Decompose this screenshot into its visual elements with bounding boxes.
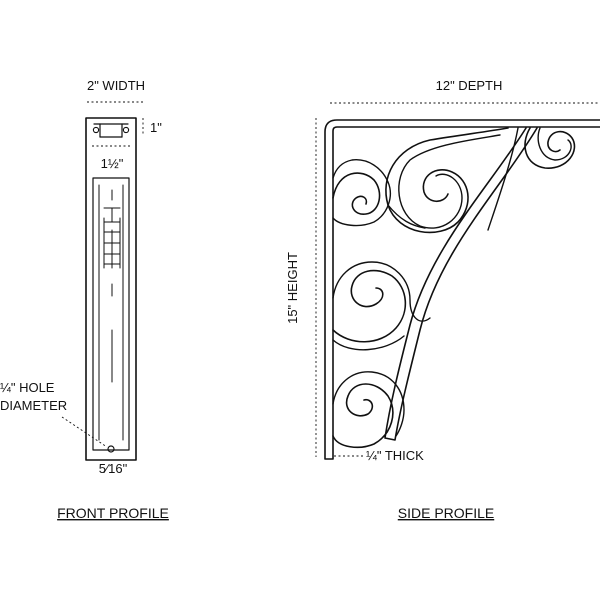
front-hole-label-line1: ¼" HOLE	[0, 380, 55, 395]
front-scroll-edges	[98, 184, 124, 441]
scroll-bottom-left	[332, 371, 405, 449]
front-bottom-label: 5⁄16"	[99, 461, 128, 476]
scroll-center-large	[385, 127, 519, 234]
front-top-hole-right-icon	[122, 126, 130, 134]
front-bar-outline	[85, 117, 137, 461]
side-thick-label: ¼" THICK	[366, 448, 424, 463]
bracket-frame	[324, 119, 600, 460]
side-profile-caption: SIDE PROFILE	[398, 505, 494, 521]
side-height-label: 15" HEIGHT	[285, 252, 300, 324]
front-profile: 2" WIDTH 1" 1½"	[0, 78, 169, 521]
side-depth-label: 12" DEPTH	[436, 78, 503, 93]
front-bar-channel	[92, 177, 130, 451]
front-hole-leader-line	[61, 416, 108, 448]
front-hole-label-line2: DIAMETER	[0, 398, 67, 413]
front-top-label: 1"	[150, 120, 162, 135]
side-profile: 12" DEPTH 15" HEIGHT	[285, 78, 600, 521]
scroll-top-right	[524, 127, 576, 169]
front-bottom-hole-icon	[107, 445, 115, 453]
front-width-label: 2" WIDTH	[87, 78, 145, 93]
front-inner-label: 1½"	[101, 156, 124, 171]
front-profile-caption: FRONT PROFILE	[57, 505, 169, 521]
front-top-hole-left-icon	[92, 126, 100, 134]
scroll-middle-left	[332, 261, 431, 351]
front-top-cap	[92, 123, 130, 138]
bracket-brace	[384, 127, 538, 441]
scroll-upper-left	[332, 159, 426, 229]
